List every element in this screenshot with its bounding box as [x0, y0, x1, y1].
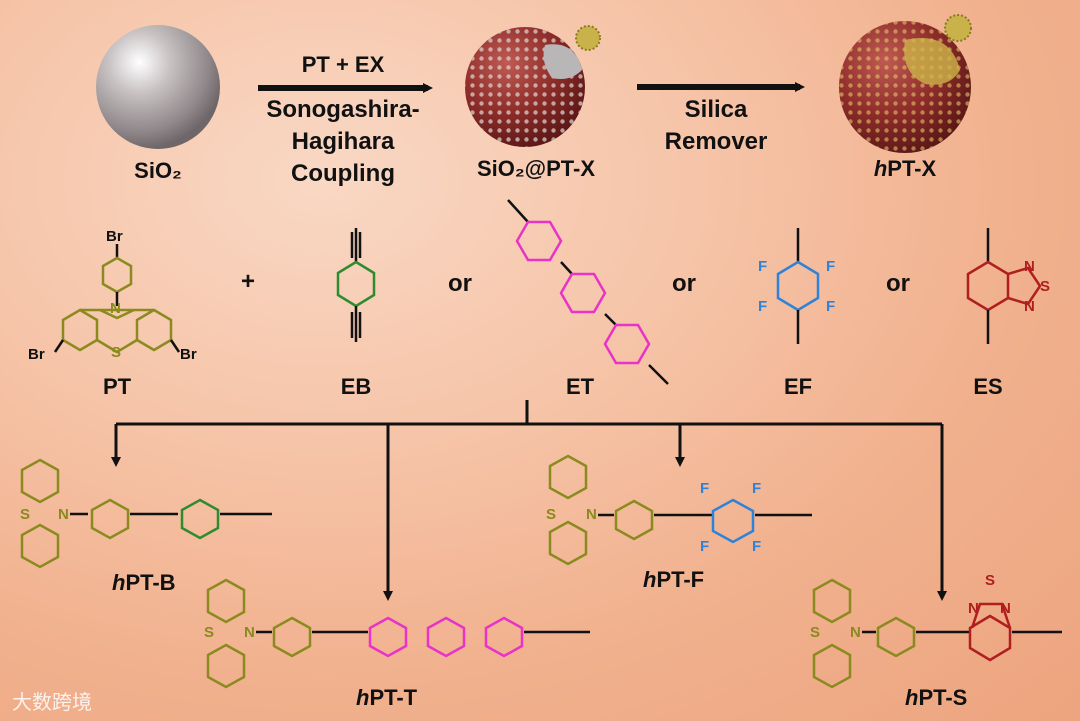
branch-arrows	[111, 400, 947, 601]
step1-line3: Hagihara	[291, 128, 395, 155]
atom-s-hpt-s: S	[810, 624, 821, 641]
atom-f-hpt-f-4: F	[752, 538, 762, 555]
label-hpt-b: hPT-B	[112, 570, 176, 596]
atom-f-3: F	[758, 298, 768, 315]
label-es: ES	[973, 374, 1003, 399]
atom-f-hpt-f-3: F	[700, 538, 710, 555]
atom-br-top: Br	[106, 228, 123, 245]
hpt-x-italic: h	[873, 156, 888, 181]
atom-f-1: F	[758, 258, 768, 275]
et-structure	[507, 199, 669, 385]
atom-s-hpt-f: S	[546, 506, 557, 523]
or-2: or	[672, 270, 696, 297]
hpt-f-structure	[548, 454, 812, 566]
hpt-t-italic: h	[356, 685, 370, 710]
atom-s-hpt-b: S	[20, 506, 31, 523]
pt-structure	[53, 244, 181, 354]
coated-sphere	[465, 25, 601, 147]
atom-n-es-2: N	[1024, 298, 1035, 315]
step1-line4: Coupling	[291, 160, 395, 187]
label-hpt-t: hPT-T	[356, 685, 417, 711]
atom-s-hpt-t: S	[204, 624, 215, 641]
hpt-b-structure	[20, 458, 272, 569]
atom-f-2: F	[826, 258, 836, 275]
atom-br-left: Br	[28, 346, 45, 363]
label-pt: PT	[102, 374, 132, 399]
label-ef: EF	[783, 374, 813, 399]
hpt-t-rest: PT-T	[369, 685, 418, 710]
hpt-b-rest: PT-B	[125, 570, 176, 595]
hpt-s-structure	[812, 578, 1062, 689]
atom-s-hpt-s-2: S	[985, 572, 996, 589]
hpt-s-rest: PT-S	[918, 685, 968, 710]
atom-n-hpt-t: N	[244, 624, 255, 641]
atom-s-es: S	[1040, 278, 1051, 295]
hpt-b-italic: h	[112, 570, 126, 595]
ef-structure	[776, 228, 820, 344]
atom-n-pt: N	[110, 300, 121, 317]
atom-f-hpt-f-2: F	[752, 480, 762, 497]
es-structure	[966, 228, 1042, 344]
hollow-sphere	[839, 14, 972, 153]
atom-f-hpt-f-1: F	[700, 480, 710, 497]
label-hpt-x: hPT-X	[874, 156, 936, 182]
hpt-x-rest: PT-X	[887, 156, 937, 181]
atom-n-es-1: N	[1024, 258, 1035, 275]
label-et: ET	[565, 374, 595, 399]
hpt-f-italic: h	[643, 567, 657, 592]
label-sio2: SiO₂	[134, 158, 182, 183]
hpt-s-italic: h	[905, 685, 919, 710]
or-3: or	[886, 270, 910, 297]
atom-n-hpt-s-2: N	[1000, 600, 1011, 617]
label-hpt-s: hPT-S	[905, 685, 967, 711]
label-hpt-f: hPT-F	[643, 567, 704, 593]
step2-line2: Remover	[664, 128, 768, 155]
atom-br-right: Br	[180, 346, 197, 363]
atom-s-pt: S	[111, 344, 122, 361]
atom-n-hpt-s-1: N	[968, 600, 979, 617]
silica-sphere	[96, 25, 220, 149]
label-sio2-pt-x: SiO₂@PT-X	[476, 156, 596, 181]
label-eb: EB	[340, 374, 372, 399]
eb-structure	[336, 228, 376, 342]
or-1: or	[448, 270, 472, 297]
atom-f-4: F	[826, 298, 836, 315]
step1-line2: Sonogashira-	[266, 96, 420, 123]
step1-reagents: PT + EX	[301, 52, 385, 77]
hpt-t-structure	[206, 578, 590, 689]
watermark-logo: 大数跨境	[12, 692, 92, 714]
plus-sign: +	[240, 268, 256, 295]
hpt-f-rest: PT-F	[656, 567, 705, 592]
atom-n-hpt-b: N	[58, 506, 69, 523]
atom-n-hpt-f: N	[586, 506, 597, 523]
atom-n-hpt-s: N	[850, 624, 861, 641]
step2-line1: Silica	[684, 96, 748, 123]
